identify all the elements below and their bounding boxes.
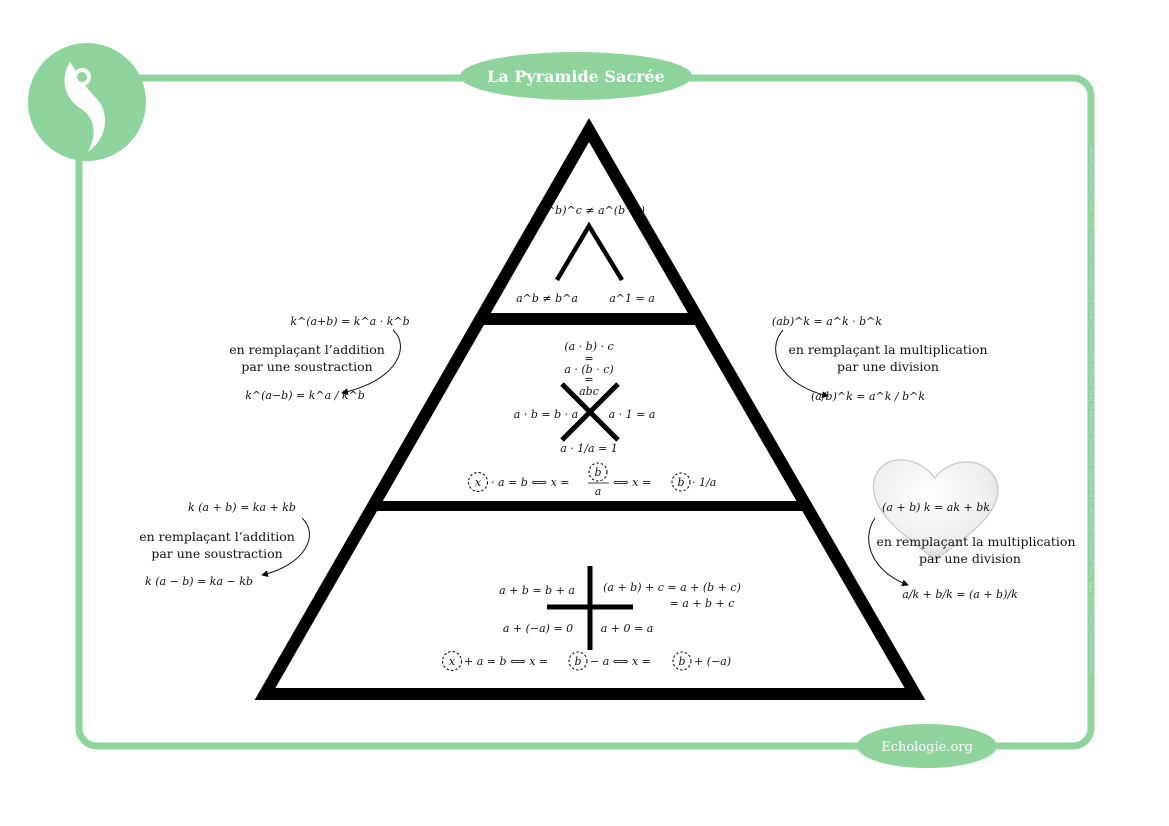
tier-multiplication: (a · b) · c = a · (b · c) = abc a · b = … — [468, 340, 716, 498]
pyramid — [254, 117, 926, 700]
right-annotations: (ab)^k = a^k · b^k en remplaçant la mult… — [772, 315, 1076, 601]
dist-note-line-1: en remplaçant l’addition — [139, 529, 295, 544]
rdist-arrow — [868, 517, 909, 587]
echologie-logo — [28, 43, 146, 161]
rdist-note-line-2: par une division — [919, 551, 1021, 566]
heart-decoration — [872, 459, 999, 561]
known-circle-1 — [588, 462, 608, 482]
mul-eq-2: = — [584, 373, 593, 386]
add-inverse: a + (−a) = 0 — [503, 622, 573, 635]
add-commutativity: a + b = b + a — [499, 584, 575, 597]
unknown-circle — [468, 472, 488, 492]
exp-commutativity: a^b ≠ b^a — [516, 292, 578, 305]
page-title: La Pyramide Sacrée — [487, 67, 665, 86]
exp-sum-rule: k^(a+b) = k^a · k^b — [290, 315, 409, 328]
wedge-symbol — [555, 221, 624, 282]
mul-solve-step-2: ⟺ x = — [613, 476, 651, 489]
exp-associativity: (a^b)^c ≠ a^(b^c) — [535, 204, 645, 217]
exp-arrow — [341, 329, 401, 396]
times-symbol-b — [560, 382, 620, 442]
mul-solve-b: b — [594, 466, 601, 479]
mul-assoc-2: a · (b · c) — [564, 363, 613, 376]
pow-note-line-1: en remplaçant la multiplication — [789, 342, 988, 357]
dist-arrow — [261, 517, 310, 578]
mul-eq-1: = — [584, 352, 593, 365]
mul-assoc-3: abc — [579, 385, 599, 398]
left-annotations: k^(a+b) = k^a · k^b en remplaçant l’addi… — [139, 315, 409, 588]
mul-solve-x: x — [475, 476, 482, 489]
exp-identity: a^1 = a — [609, 292, 655, 305]
add-solve-b-2: b — [678, 655, 685, 668]
pow-arrow — [775, 329, 829, 399]
add-identity: a + 0 = a — [601, 622, 654, 635]
tier-exponentiation: (a^b)^c ≠ a^(b^c) a^b ≠ b^a a^1 = a — [516, 204, 655, 305]
title-pill — [460, 52, 692, 100]
add-solve-step-3: + (−a) — [694, 655, 731, 668]
add-solve-x: x — [449, 655, 456, 668]
mul-commutativity: a · b = b · a — [514, 408, 578, 421]
rdist-sum-rule: (a + b) k = ak + bk — [882, 501, 990, 514]
dist-sum-rule: k (a + b) = ka + kb — [188, 501, 296, 514]
exp-note-line-1: en remplaçant l’addition — [229, 342, 385, 357]
rdist-quotient-result: a/k + b/k = (a + b)/k — [902, 588, 1018, 601]
mul-inverse: a · 1/a = 1 — [560, 442, 618, 455]
mul-solve-b-2: b — [677, 476, 684, 489]
pow-quotient-result: (a/b)^k = a^k / b^k — [811, 390, 925, 403]
known-circle-2 — [671, 472, 691, 492]
mul-solve-a: a — [595, 485, 602, 498]
mul-identity: a · 1 = a — [609, 408, 656, 421]
mul-solve-step-1: · a = b ⟺ x = — [491, 476, 569, 489]
add-unknown-circle — [442, 651, 462, 671]
mul-assoc-1: (a · b) · c — [564, 340, 613, 353]
exp-note-line-2: par une soustraction — [241, 359, 372, 374]
add-assoc-1: (a + b) + c = a + (b + c) — [603, 581, 741, 594]
license-note: Document sous licence GNU FDL. Vous pouv… — [1088, 145, 1095, 674]
add-known-circle-2 — [672, 651, 692, 671]
add-solve-step-2: − a ⟺ x = — [590, 655, 651, 668]
pow-product-rule: (ab)^k = a^k · b^k — [772, 315, 882, 328]
rdist-note-line-1: en remplaçant la multiplication — [877, 534, 1076, 549]
mul-solve-step-3: · 1/a — [692, 476, 716, 489]
add-assoc-2: = a + b + c — [670, 597, 735, 610]
footer-pill — [857, 724, 997, 768]
add-known-circle-1 — [568, 651, 588, 671]
add-solve-step-1: + a = b ⟺ x = — [464, 655, 548, 668]
pow-note-line-2: par une division — [837, 359, 939, 374]
dist-diff-result: k (a − b) = ka − kb — [145, 575, 253, 588]
dist-note-line-2: par une soustraction — [151, 546, 282, 561]
tier-addition: a + b = b + a (a + b) + c = a + (b + c) … — [442, 566, 741, 671]
site-name: Echologie.org — [881, 740, 973, 755]
add-solve-b: b — [574, 655, 581, 668]
page-frame — [75, 74, 1095, 750]
exp-diff-result: k^(a−b) = k^a / k^b — [245, 389, 365, 402]
